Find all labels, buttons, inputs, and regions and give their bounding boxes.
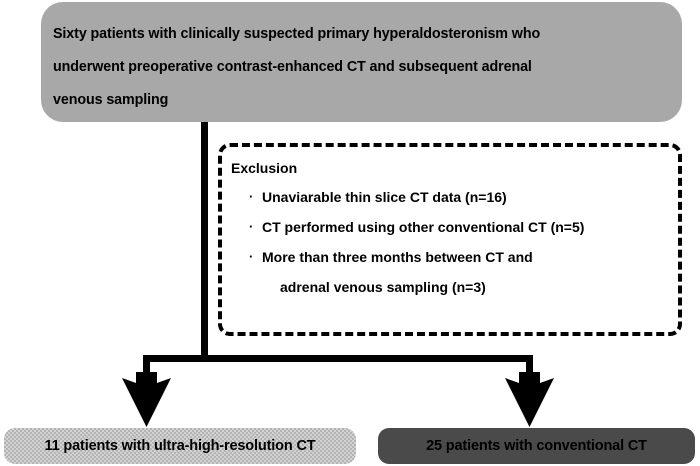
header-line-2: underwent preoperative contrast-enhanced… [53,59,532,75]
stem-vertical-line [201,122,208,361]
outcome-left-label: 11 patients with ultra-high-resolution C… [44,438,316,454]
outcome-box-right: 25 patients with conventional CT [378,428,695,464]
exclusion-item-3: · More than three months between CT and [231,242,678,272]
outcome-right-label: 25 patients with conventional CT [426,438,647,454]
header-line-1: Sixty patients with clinically suspected… [53,26,541,42]
left-arrowhead-icon [122,372,171,427]
outcome-box-left: 11 patients with ultra-high-resolution C… [4,428,356,464]
header-cohort-box: Sixty patients with clinically suspected… [41,2,682,122]
left-branch-line [143,355,150,395]
exclusion-item-1: · Unaviarable thin slice CT data (n=16) [231,182,678,212]
header-line-3: venous sampling [53,92,169,108]
right-arrowhead-icon [505,372,554,427]
bullet-icon: · [249,249,254,264]
exclusion-box: Exclusion · Unaviarable thin slice CT da… [218,143,682,336]
right-branch-line [526,355,533,395]
split-horizontal-bar [143,355,533,362]
exclusion-item-2: · CT performed using other conventional … [231,212,678,242]
bullet-icon: · [249,189,254,204]
exclusion-title: Exclusion [231,160,298,176]
bullet-icon: · [249,219,254,234]
exclusion-item-1-text: Unaviarable thin slice CT data (n=16) [262,189,507,205]
exclusion-item-3-text: More than three months between CT and [262,249,533,265]
exclusion-item-2-text: CT performed using other conventional CT… [262,219,585,235]
exclusion-item-3-continuation: adrenal venous sampling (n=3) [280,279,486,295]
